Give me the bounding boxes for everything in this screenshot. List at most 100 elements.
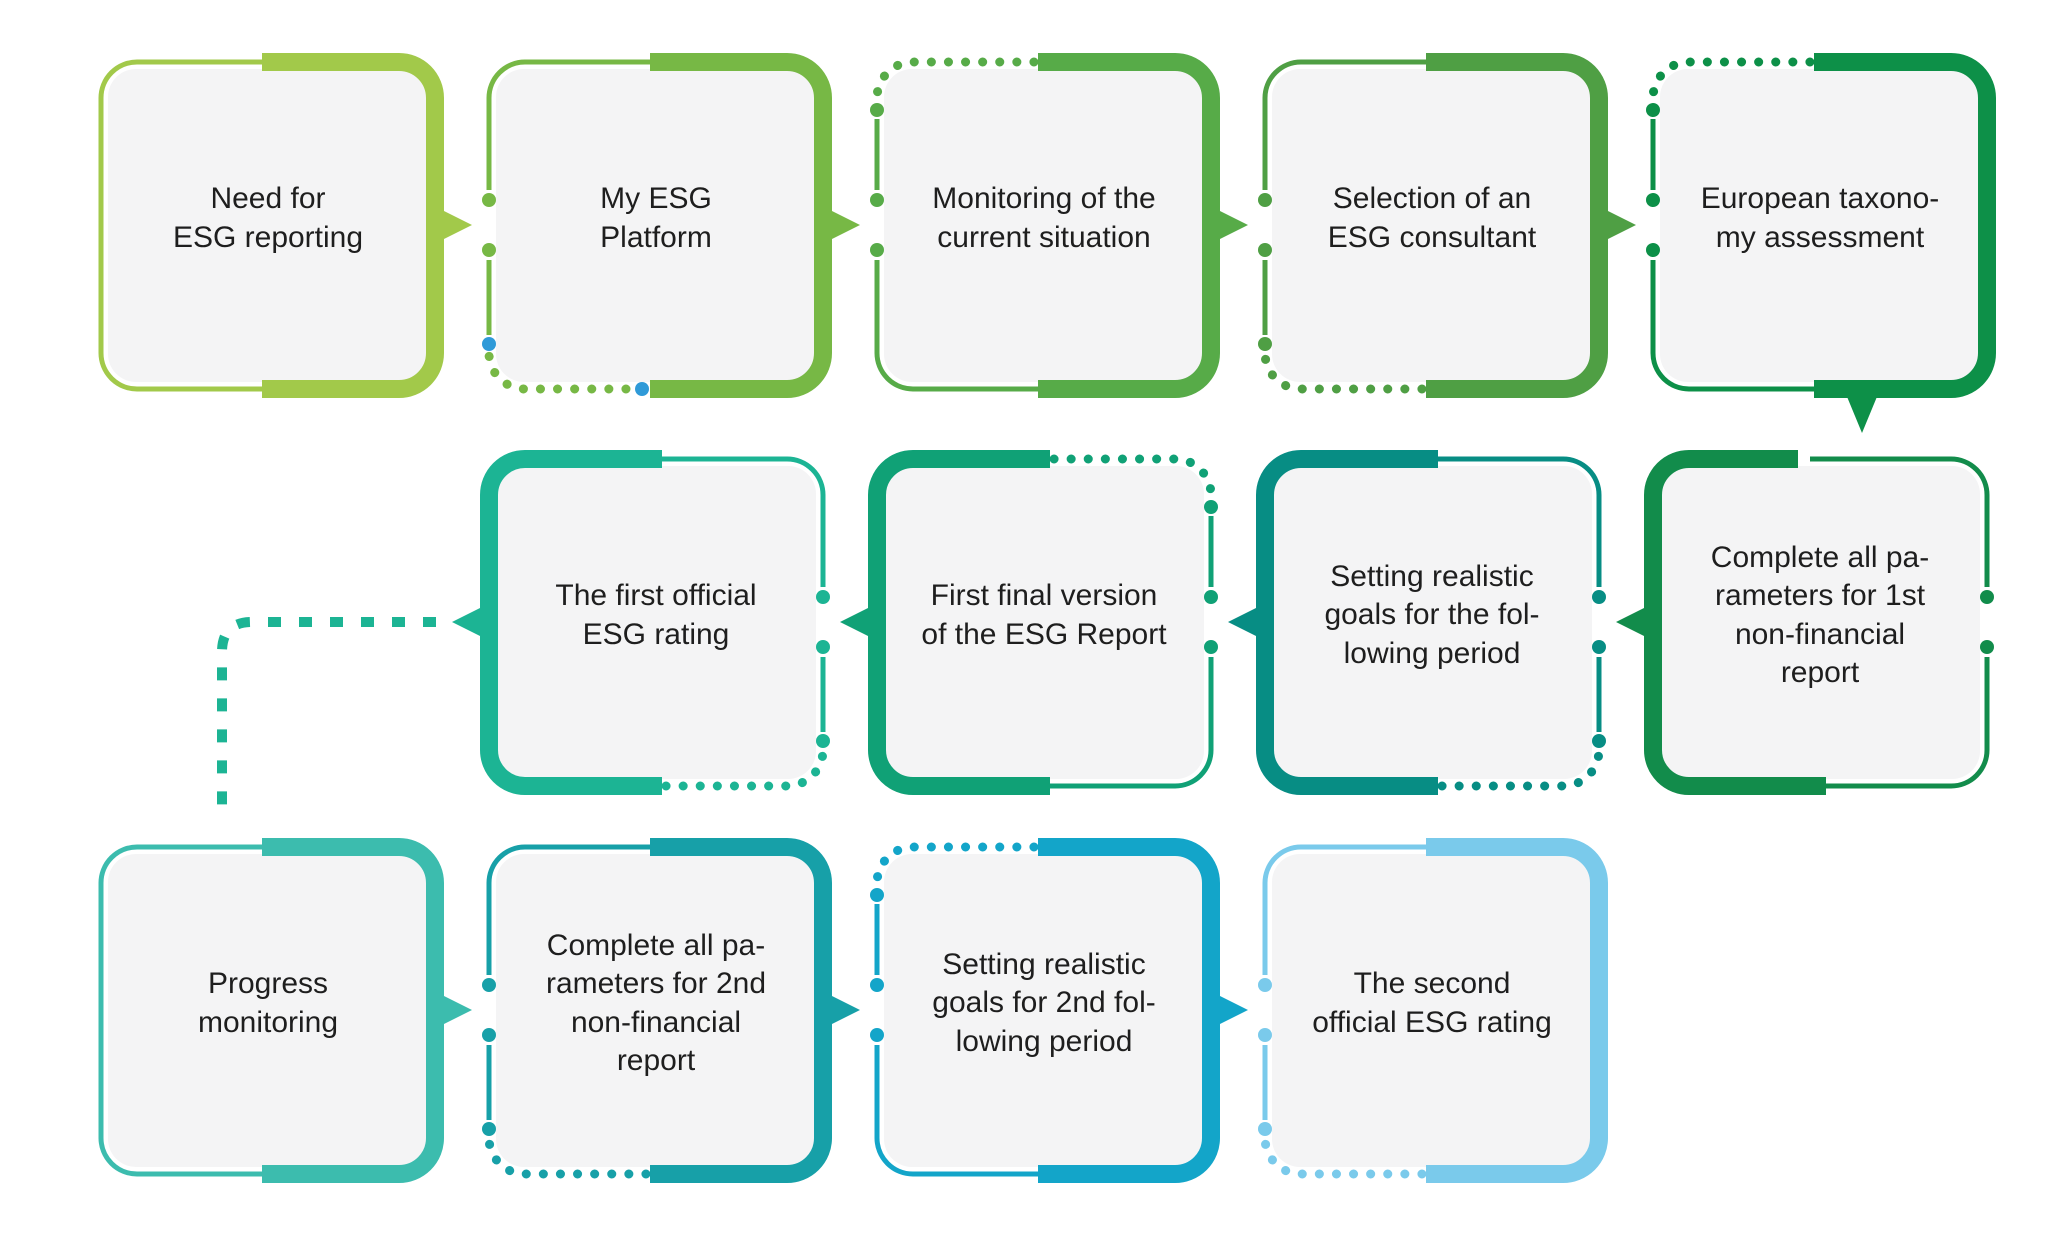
dotted-corner — [872, 842, 1039, 888]
accent-dot — [635, 382, 649, 396]
thin-border — [98, 59, 270, 99]
thin-border — [1042, 749, 1214, 789]
flow-box-complete-params-2nd-report: Complete all pa- rameters for 2nd non-fi… — [480, 838, 860, 1183]
line-end-dot — [870, 978, 884, 992]
thin-border — [1818, 749, 1990, 789]
thick-border — [1426, 838, 1608, 1183]
dotted-corner — [1648, 57, 1815, 103]
thin-border — [98, 1137, 270, 1177]
box-surface — [884, 466, 1204, 779]
thin-border — [486, 844, 658, 884]
line-end-dot — [816, 734, 830, 748]
box-surface — [496, 854, 816, 1167]
line-end-dot — [870, 193, 884, 207]
box-label-need-esg-reporting: Need for ESG reporting — [172, 182, 364, 254]
flow-box-need-esg-reporting: Need for ESG reporting — [92, 53, 472, 398]
box-decoration — [1228, 450, 1606, 795]
box-decoration — [98, 53, 472, 398]
flow-box-setting-goals-2nd-period: Setting realistic goals for 2nd fol- low… — [868, 838, 1248, 1183]
box-surface — [496, 466, 816, 779]
box-label-second-official-esg-rating: The second official ESG rating — [1312, 967, 1552, 1039]
flow-arrow-left-icon — [1228, 603, 1266, 641]
line-end-dot — [1258, 193, 1272, 207]
flow-arrow-right-icon — [1598, 206, 1636, 244]
flow-arrow-left-icon — [840, 603, 878, 641]
thin-border — [1650, 352, 1822, 392]
dotted-corner — [872, 57, 1039, 103]
flow-arrow-right-icon — [434, 206, 472, 244]
accent-dot — [482, 337, 496, 351]
box-label-monitoring-current-situation: Monitoring of the current situation — [932, 182, 1156, 254]
box-surface — [1272, 466, 1592, 779]
line-end-dot — [482, 243, 496, 257]
flow-box-selection-esg-consultant: Selection of an ESG consultant — [1256, 53, 1636, 398]
box-decoration — [98, 838, 472, 1183]
thin-border — [1262, 844, 1434, 884]
box-label-setting-goals-2nd-period: Setting realistic goals for 2nd fol- low… — [932, 947, 1156, 1058]
flow-box-second-official-esg-rating: The second official ESG rating — [1256, 838, 1608, 1183]
box-label-complete-params-1st-report: Complete all pa- rameters for 1st non-fi… — [1710, 540, 1930, 689]
dotted-corner — [661, 745, 828, 791]
thin-border — [1262, 59, 1434, 99]
flow-box-first-official-esg-rating: The first official ESG rating — [452, 450, 832, 795]
box-decoration — [482, 838, 860, 1183]
flow-arrow-right-icon — [1210, 991, 1248, 1029]
box-label-first-final-esg-report: First final version of the ESG Report — [921, 579, 1167, 651]
box-surface — [1660, 69, 1980, 382]
line-end-dot — [1592, 640, 1606, 654]
flow-arrow-left-icon — [452, 603, 490, 641]
box-surface — [884, 854, 1204, 1167]
line-end-dot — [1258, 243, 1272, 257]
box-decoration — [870, 53, 1248, 398]
box-surface — [1660, 466, 1980, 779]
dotted-corner — [484, 348, 631, 394]
thin-border — [874, 352, 1046, 392]
thick-border — [1814, 53, 1996, 398]
box-decoration — [1258, 53, 1636, 398]
box-decoration — [1258, 838, 1608, 1183]
thin-border — [654, 456, 826, 496]
flow-box-my-esg-platform: My ESG Platform — [480, 53, 860, 398]
line-end-dot — [1646, 103, 1660, 117]
box-surface — [496, 69, 816, 382]
line-end-dot — [1258, 1028, 1272, 1042]
box-label-complete-params-2nd-report: Complete all pa- rameters for 2nd non-fi… — [545, 928, 767, 1077]
flow-box-monitoring-current-situation: Monitoring of the current situation — [868, 53, 1248, 398]
thin-border — [874, 1137, 1046, 1177]
box-decoration — [1646, 53, 1996, 433]
line-end-dot — [1204, 500, 1218, 514]
thin-border — [98, 352, 270, 392]
flow-arrow-right-icon — [1210, 206, 1248, 244]
dotted-corner — [1437, 745, 1604, 791]
box-surface — [108, 854, 428, 1167]
box-decoration — [840, 450, 1218, 795]
thin-border — [486, 59, 658, 99]
line-end-dot — [1258, 978, 1272, 992]
box-label-progress-monitoring: Progress monitoring — [197, 967, 339, 1039]
line-end-dot — [870, 1028, 884, 1042]
flow-box-setting-goals-following-period: Setting realistic goals for the fol- low… — [1228, 450, 1608, 795]
dotted-corner — [1260, 1133, 1427, 1179]
flow-box-first-final-esg-report: First final version of the ESG Report — [840, 450, 1220, 795]
thin-border — [98, 844, 270, 884]
box-label-my-esg-platform: My ESG Platform — [600, 182, 712, 254]
box-decoration — [482, 53, 860, 398]
flow-arrow-right-icon — [822, 991, 860, 1029]
line-end-dot — [1646, 193, 1660, 207]
line-end-dot — [1592, 734, 1606, 748]
flow-box-complete-params-1st-report: Complete all pa- rameters for 1st non-fi… — [1616, 450, 1996, 795]
box-surface — [884, 69, 1204, 382]
line-end-dot — [870, 888, 884, 902]
flow-arrow-right-icon — [434, 991, 472, 1029]
flow-box-progress-monitoring: Progress monitoring — [92, 838, 472, 1183]
line-end-dot — [482, 193, 496, 207]
line-end-dot — [1592, 590, 1606, 604]
line-end-dot — [816, 640, 830, 654]
line-end-dot — [1204, 590, 1218, 604]
line-end-dot — [816, 590, 830, 604]
thin-border — [1430, 456, 1602, 496]
line-end-dot — [1980, 640, 1994, 654]
line-end-dot — [870, 243, 884, 257]
line-end-dot — [1258, 337, 1272, 351]
